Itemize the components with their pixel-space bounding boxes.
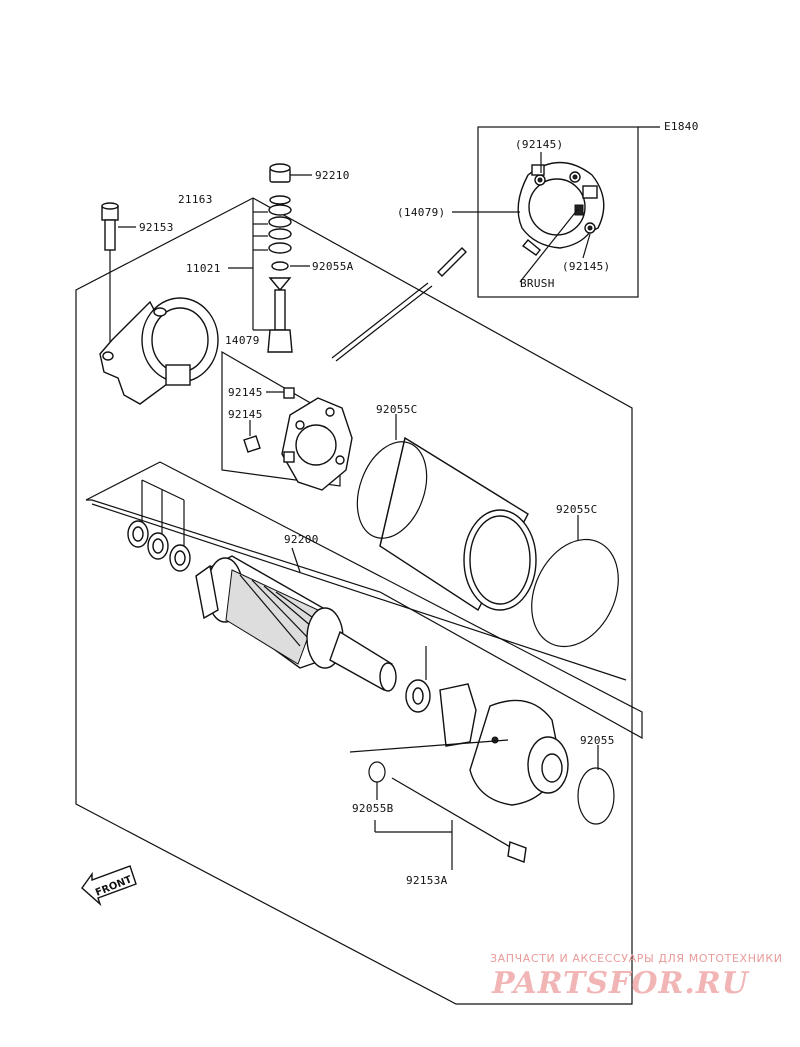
yoke-icon	[379, 436, 537, 612]
screw-92145-a-icon	[266, 387, 295, 399]
label-21163: 21163	[178, 193, 213, 206]
label-11021: 11021	[186, 262, 221, 275]
watermark-logo: PARTSFOR.RU	[491, 966, 750, 1001]
nut-92210-icon	[269, 163, 312, 183]
label-92210: 92210	[315, 169, 350, 182]
label-inset-14079: (14079)	[397, 206, 445, 219]
bolt-92153a-icon	[374, 777, 527, 870]
armature-outline	[85, 461, 643, 740]
washer-icon	[405, 646, 431, 713]
brush-icon	[437, 247, 467, 277]
label-92055C-right: 92055C	[556, 503, 598, 516]
screw-92145-b-icon	[243, 420, 261, 453]
label-14079: 14079	[225, 334, 260, 347]
front-cover-icon	[439, 683, 569, 806]
o-ring-92055b-icon	[368, 761, 386, 800]
label-inset-brush: BRUSH	[520, 277, 555, 290]
bolt-92153-icon	[101, 202, 136, 350]
label-92055: 92055	[580, 734, 615, 747]
o-ring-92055c-right-icon	[531, 515, 619, 648]
assembly-outline	[75, 197, 633, 1005]
label-92145-b: 92145	[228, 408, 263, 421]
brush-holder-box	[221, 350, 341, 487]
brush-inset: (92145) (92145) BRUSH (14079)	[397, 126, 660, 298]
watermark-tagline: ЗАПЧАСТИ И АКСЕССУАРЫ ДЛЯ МОТОТЕХНИКИ	[490, 952, 783, 965]
label-92055A: 92055A	[312, 260, 354, 273]
diagram-code: E1840	[664, 120, 699, 133]
label-92055B: 92055B	[352, 802, 394, 815]
armature-92200-icon	[195, 555, 397, 692]
label-inset-92145-top: (92145)	[515, 138, 563, 151]
label-92200: 92200	[284, 533, 319, 546]
shim-washers-icon	[127, 479, 191, 572]
washer-stack-11021-icon	[228, 195, 310, 353]
front-arrow-icon: FRONT	[81, 865, 137, 907]
label-92153A: 92153A	[406, 874, 448, 887]
label-92145-a: 92145	[228, 386, 263, 399]
rear-cover-icon	[99, 297, 219, 405]
o-ring-92055c-top-icon	[356, 414, 428, 539]
brush-holder-14079-icon	[281, 397, 353, 491]
label-inset-92145-bottom: (92145)	[562, 260, 610, 273]
label-92055C-top: 92055C	[376, 403, 418, 416]
o-ring-92055-icon	[577, 745, 615, 825]
label-92153: 92153	[139, 221, 174, 234]
